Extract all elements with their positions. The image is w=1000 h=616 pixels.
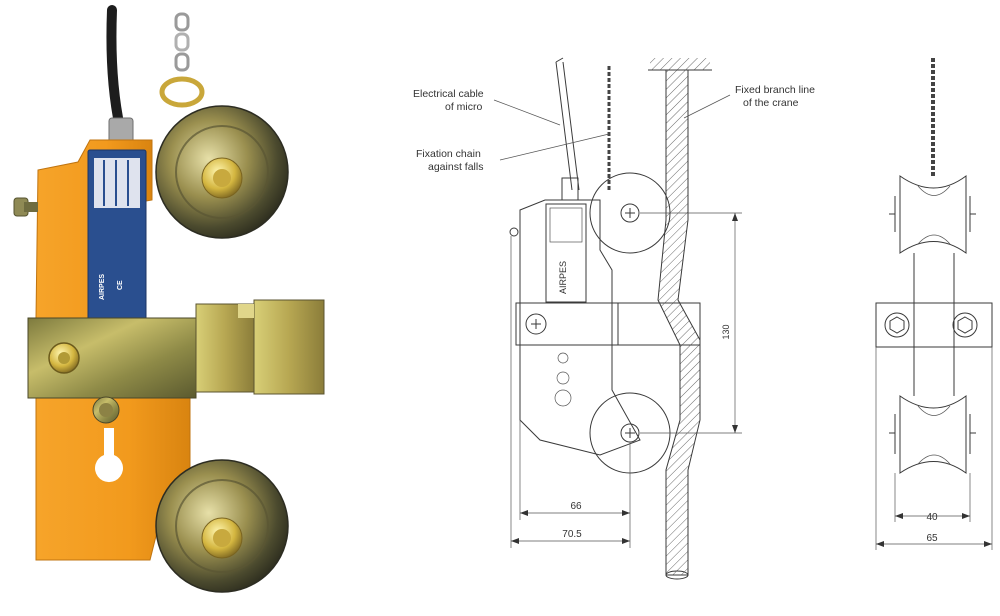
brand-label-photo: AIRPES [99, 274, 106, 300]
dimension-height-label: 130 [721, 324, 731, 339]
side-bolt-photo [13, 197, 38, 217]
dimension-total-width: 65 [875, 347, 993, 550]
clamp-block-front [875, 302, 993, 348]
product-photo: AIRPES CE [13, 5, 325, 593]
callout-chain: Fixation chain against falls [416, 133, 610, 173]
chain-label-line1: Fixation chain [416, 148, 481, 160]
branch-label-line1: Fixed branch line [735, 84, 815, 96]
top-wheel-photo [155, 105, 289, 239]
top-roller-front [889, 175, 976, 254]
ce-mark-photo: CE [117, 280, 124, 290]
middle-bolt-photo [92, 396, 120, 424]
cable-gland [561, 177, 579, 201]
fixation-chain-photo [159, 12, 205, 108]
dimension-total-depth: 70.5 [510, 236, 630, 548]
side-frame [519, 199, 641, 456]
nameplate-drawing: AIRPES [545, 203, 587, 303]
clamp-bar-photo [27, 299, 325, 399]
crane-branch-line [657, 69, 701, 576]
dimension-total-depth-label: 70.5 [562, 529, 582, 540]
crane-anchor [648, 58, 712, 71]
side-view-drawing: AIRPES [413, 57, 815, 580]
dimension-total-width-label: 65 [926, 533, 938, 544]
brand-label-drawing: AIRPES [558, 261, 568, 294]
dimension-wheel-width-label: 40 [926, 512, 938, 523]
clamp-bar-drawing [515, 302, 701, 346]
dimension-wheel-offset: 66 [519, 420, 631, 548]
electrical-cable-photo [106, 5, 125, 133]
bottom-wheel-photo [155, 459, 289, 593]
callout-branch: Fixed branch line of the crane [683, 84, 815, 119]
dimension-wheel-offset-label: 66 [570, 501, 582, 512]
electrical-cable [555, 61, 573, 191]
front-view-drawing: 40 65 [875, 58, 993, 550]
nameplate-photo: AIRPES CE [87, 149, 147, 321]
cable-label-line1: Electrical cable [413, 88, 484, 100]
branch-label-line2: of the crane [743, 97, 799, 109]
callout-cable: Electrical cable of micro [413, 88, 561, 126]
cable-label-line2: of micro [445, 101, 483, 113]
dimension-height: 130 [640, 212, 742, 434]
dimension-wheel-width: 40 [894, 473, 971, 523]
keyhole-drawing [554, 352, 572, 407]
bottom-roller-front [889, 395, 976, 474]
chain-label-line2: against falls [428, 161, 483, 173]
